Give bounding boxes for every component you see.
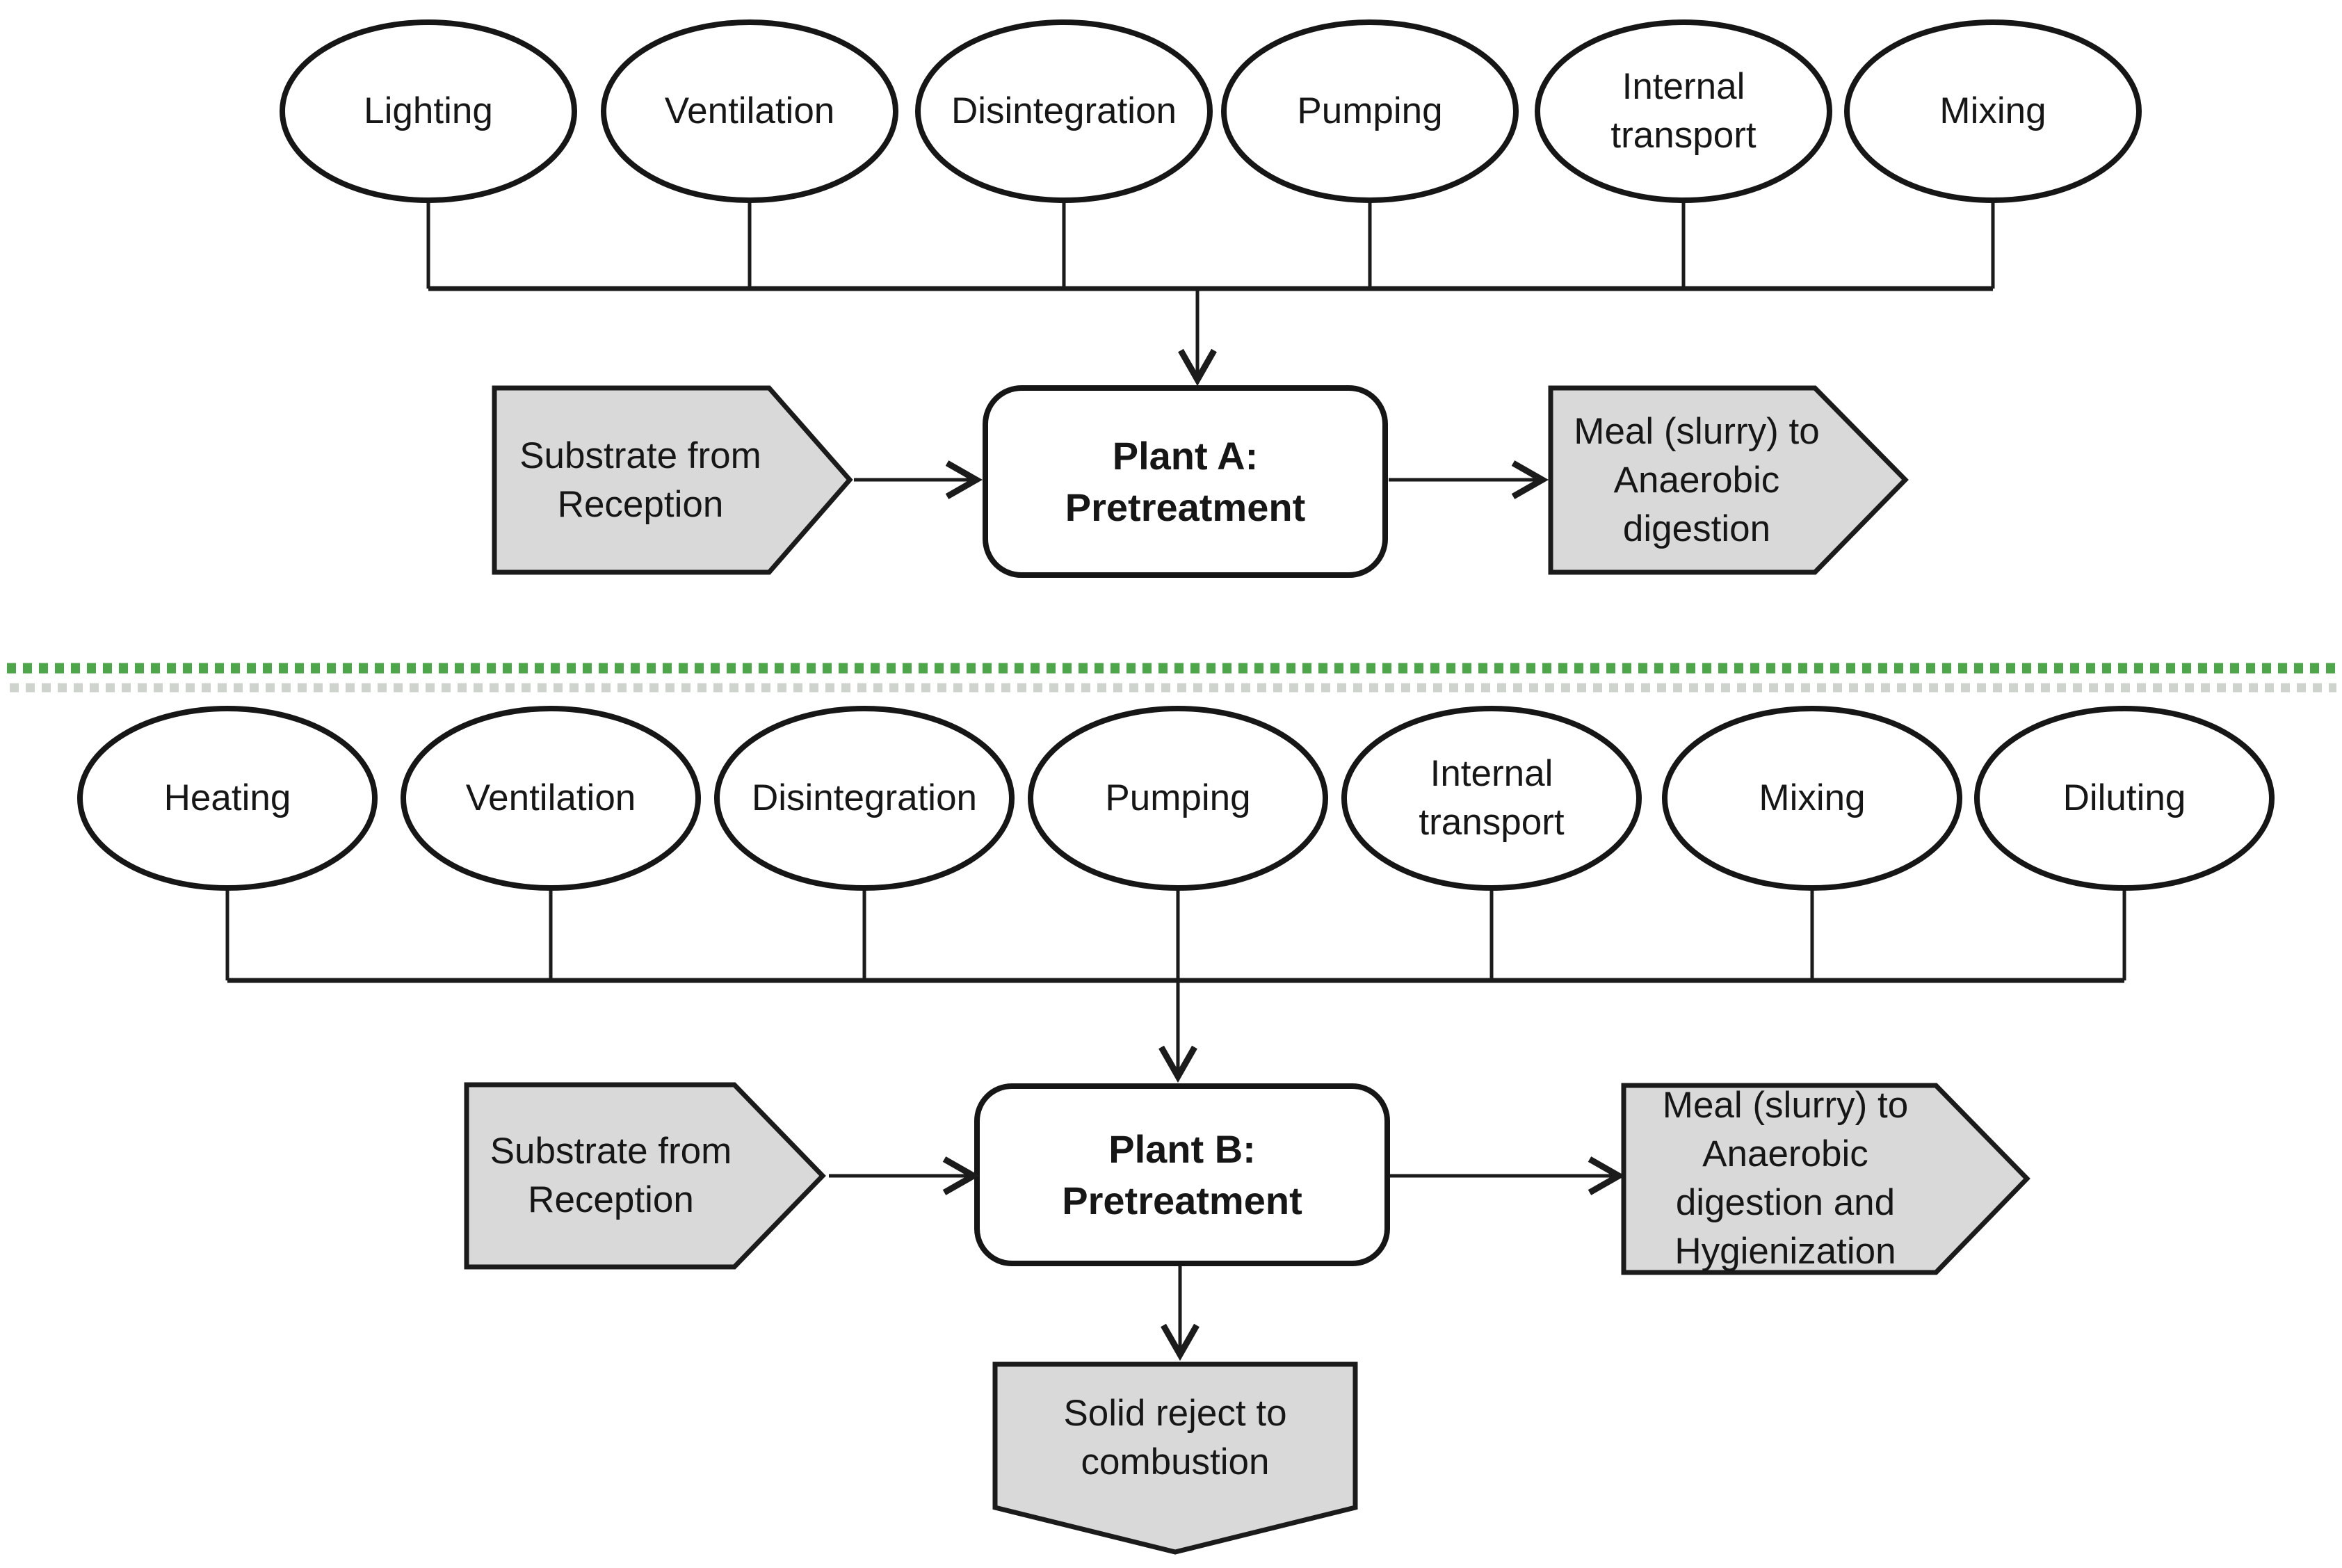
ellipse-diluting <box>1974 706 2275 891</box>
substrate-label-a: Substrate from Reception <box>519 435 761 525</box>
ellipse-internal-transport-b <box>1341 706 1642 891</box>
ellipse-internal-transport-a <box>1535 19 1832 203</box>
input-node-label-mixing-b: Mixing <box>1759 777 1866 818</box>
input-node-label-internal-transport-b: Internal transport <box>1419 753 1565 843</box>
input-node-label-ventilation-a: Ventilation <box>664 90 835 131</box>
ellipse-heating <box>77 706 378 891</box>
input-node-label-ventilation-b: Ventilation <box>465 777 636 818</box>
plant-a-section <box>280 19 2142 578</box>
substrate-pentagon-a <box>492 385 853 575</box>
output-pentagon-a <box>1548 385 1909 575</box>
section-divider <box>7 663 2336 693</box>
ellipse-pumping-b <box>1028 706 1328 891</box>
ellipse-ventilation-a <box>601 19 898 203</box>
input-node-label-pumping-a: Pumping <box>1297 90 1443 131</box>
reject-pentagon <box>992 1361 1358 1555</box>
plant-b-section <box>77 706 2275 1555</box>
ellipse-lighting <box>280 19 577 203</box>
reject-label: Solid reject to combustion <box>1063 1393 1287 1482</box>
input-node-label-heating: Heating <box>163 777 291 818</box>
input-node-label-pumping-b: Pumping <box>1105 777 1251 818</box>
input-node-label-lighting: Lighting <box>364 90 493 131</box>
substrate-label-b: Substrate from Reception <box>490 1131 732 1220</box>
ellipse-disintegration-b <box>714 706 1015 891</box>
substrate-pentagon-b <box>464 1082 826 1270</box>
input-node-label-internal-transport-a: Internal transport <box>1610 66 1756 156</box>
ellipse-mixing-a <box>1844 19 2142 203</box>
input-node-label-diluting: Diluting <box>2062 777 2186 818</box>
output-label-b: Meal (slurry) to Anaerobic digestion and… <box>1662 1085 1909 1272</box>
ellipse-mixing-b <box>1662 706 1962 891</box>
ellipse-ventilation-b <box>401 706 701 891</box>
input-node-label-disintegration-b: Disintegration <box>751 777 978 818</box>
plant-a-box-shape <box>983 385 1388 578</box>
ellipse-pumping-a <box>1221 19 1519 203</box>
plant-b-box-label: Plant B: Pretreatment <box>1062 1126 1302 1222</box>
ellipse-disintegration-a <box>915 19 1213 203</box>
output-label-a: Meal (slurry) to Anaerobic digestion <box>1574 410 1820 549</box>
input-node-label-disintegration-a: Disintegration <box>951 90 1177 131</box>
input-node-label-mixing-a: Mixing <box>1939 90 2046 131</box>
plant-a-box-label: Plant A: Pretreatment <box>1065 433 1306 529</box>
output-pentagon-b <box>1621 1083 2030 1275</box>
